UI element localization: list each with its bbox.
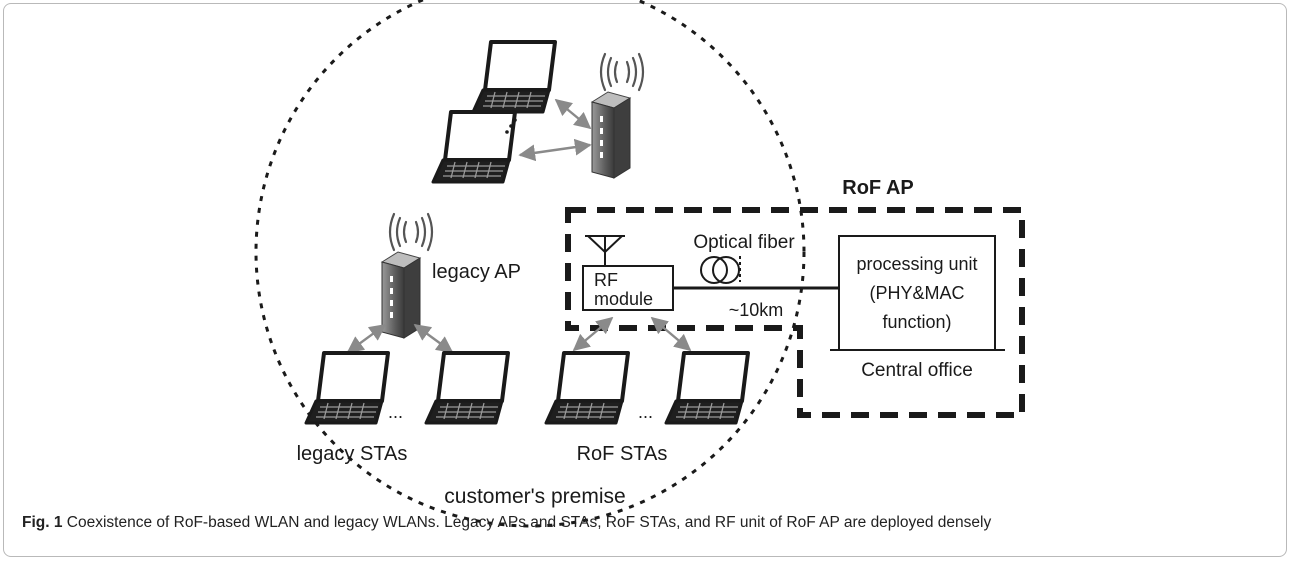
- link-arrow: [413, 324, 454, 353]
- antenna-icon: [585, 235, 625, 266]
- rof-stas-label: RoF STAs: [577, 443, 668, 465]
- legacy-stas-ellipsis: ...: [388, 402, 403, 422]
- legacy-ap-label: legacy AP: [432, 261, 521, 283]
- dotted-ellipsis: [505, 118, 517, 134]
- rof-ap-title: RoF AP: [842, 177, 913, 199]
- legacy-ap-router-icon: [381, 251, 421, 339]
- link-arrow: [572, 316, 614, 352]
- figure-frame: [3, 3, 1287, 557]
- rf-module-label-line2: module: [594, 289, 653, 309]
- caption-text: Coexistence of RoF-based WLAN and legacy…: [62, 514, 992, 531]
- optical-fiber-label: Optical fiber: [693, 232, 795, 253]
- legacy-stas-label: legacy STAs: [297, 443, 408, 465]
- distance-label: ~10km: [729, 300, 784, 320]
- link-arrow: [554, 98, 592, 130]
- rf-module-label-line1: RF: [594, 270, 618, 290]
- link-arrow: [650, 316, 692, 352]
- laptop-icon: [664, 351, 750, 425]
- laptop-icon: [304, 351, 390, 425]
- wifi-signal-icon: [388, 212, 434, 252]
- caption-label: Fig. 1: [22, 514, 63, 531]
- rof-ap-boundary: [565, 207, 1025, 418]
- processing-unit-line3: function): [882, 312, 951, 332]
- laptop-icon: [471, 40, 557, 114]
- laptop-icon: [431, 110, 517, 184]
- customer-premise-label: customer's premise: [444, 485, 625, 508]
- rof-stas-ellipsis: ...: [638, 402, 653, 422]
- link-arrow: [518, 138, 592, 162]
- wireless-router-icon: [591, 91, 631, 179]
- laptop-icon: [544, 351, 630, 425]
- processing-unit-line1: processing unit: [856, 254, 977, 274]
- figure-caption: Fig. 1 Coexistence of RoF-based WLAN and…: [22, 514, 991, 532]
- customer-premise-boundary: [254, 0, 806, 528]
- laptop-icon: [424, 351, 510, 425]
- central-office-label: Central office: [861, 360, 973, 381]
- link-arrow: [346, 324, 387, 353]
- fiber-coil-icon: [700, 256, 741, 284]
- wifi-signal-icon: [599, 52, 645, 92]
- processing-unit-line2: (PHY&MAC: [869, 283, 964, 303]
